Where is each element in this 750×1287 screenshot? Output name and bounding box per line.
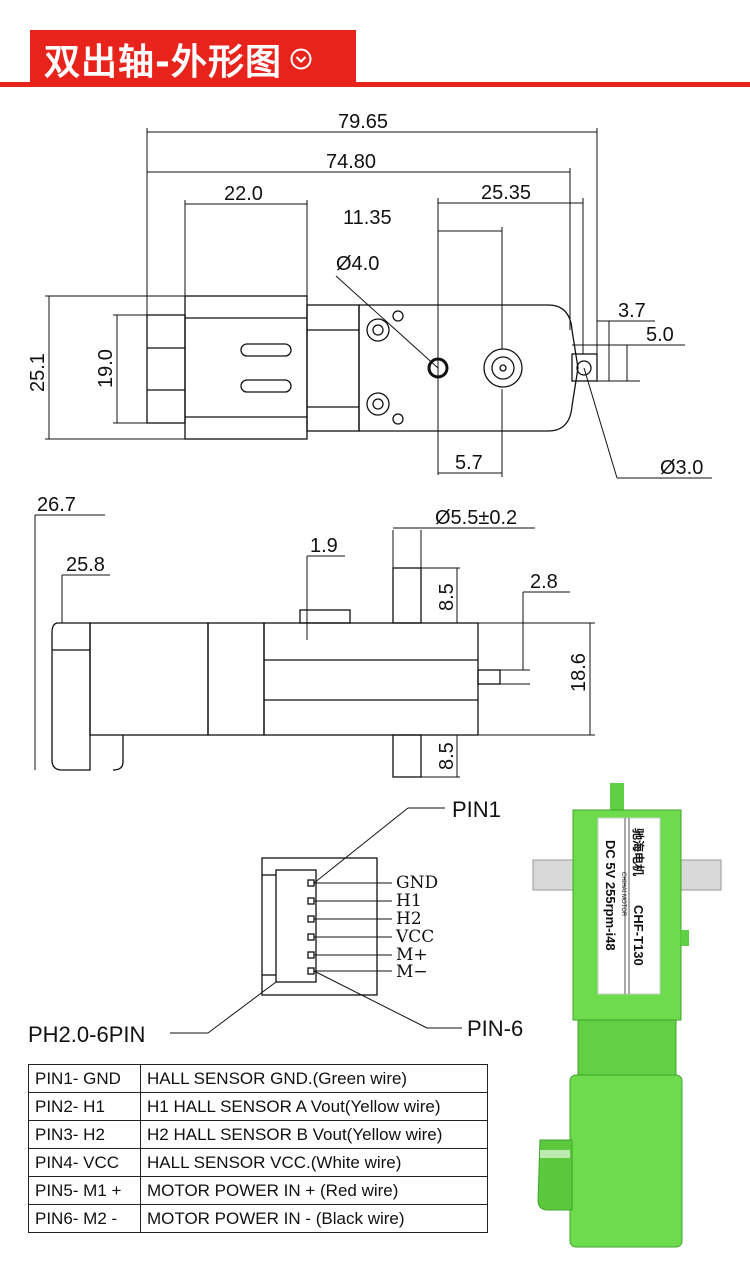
desc-cell: H2 HALL SENSOR B Vout(Yellow wire)	[140, 1120, 488, 1149]
pin-cell: PIN6- M2 -	[28, 1204, 141, 1233]
side-view-outline	[51, 567, 501, 778]
dim-shaft-len-top-label: 8.5	[436, 583, 458, 611]
product-model: CHF-T130	[631, 905, 646, 966]
desc-cell: HALL SENSOR GND.(Green wire)	[140, 1064, 488, 1093]
desc-cell: MOTOR POWER IN + (Red wire)	[140, 1176, 488, 1205]
header-rule	[0, 82, 750, 87]
desc-cell: H1 HALL SENSOR A Vout(Yellow wire)	[140, 1092, 488, 1121]
dim-height-outer-label: 25.1	[27, 353, 49, 392]
table-row: PIN1- GND HALL SENSOR GND.(Green wire)	[28, 1064, 488, 1093]
wire-label-m-minus: M−	[396, 962, 428, 982]
dim-shaft-dia-label: Ø5.5±0.2	[435, 507, 517, 529]
wire-label-m-plus: M+	[396, 945, 428, 965]
pin-cell: PIN5- M1 +	[28, 1176, 141, 1205]
dim-stub-label: 2.8	[530, 571, 558, 593]
connector-type-label: PH2.0-6PIN	[28, 1022, 145, 1047]
table-row: PIN2- H1 H1 HALL SENSOR A Vout(Yellow wi…	[28, 1092, 488, 1121]
dim-shaft-gap-label: 5.7	[455, 452, 483, 474]
wire-label-h2: H2	[396, 909, 422, 929]
product-spec: DC 5V 255rpm-i48	[603, 840, 618, 951]
dim-shaft-to-end-label: 25.35	[481, 182, 531, 204]
dim-pin-dia-label: Ø3.0	[660, 457, 703, 479]
side-view-dimension-lines	[34, 514, 595, 778]
product-brand-en: CHIHAI MOTOR	[620, 872, 626, 917]
chevron-down-circle-icon	[290, 48, 312, 69]
pin-cell: PIN3- H2	[28, 1120, 141, 1149]
header-banner: 双出轴-外形图	[30, 30, 356, 87]
table-row: PIN5- M1 + MOTOR POWER IN + (Red wire)	[28, 1176, 488, 1205]
wire-label-h1: H1	[396, 891, 422, 911]
dim-tab-width-label: 3.7	[618, 300, 646, 322]
dim-d1-label: 26.7	[37, 494, 76, 516]
dim-hole-offset-label: 11.35	[343, 207, 392, 229]
dim-tab-height-label: 5.0	[646, 324, 674, 346]
dim-height-inner-label: 19.0	[95, 349, 117, 388]
top-view-dimension-lines	[45, 128, 712, 479]
wire-label-vcc: VCC	[395, 927, 434, 947]
pin-table: PIN1- GND HALL SENSOR GND.(Green wire) P…	[28, 1064, 488, 1233]
product-brand-cn: 驰海电机	[631, 828, 646, 876]
pin-cell: PIN4- VCC	[28, 1148, 141, 1177]
dim-gearbox-motor-label: 22.0	[224, 183, 263, 205]
dim-body-height-label: 18.6	[568, 653, 590, 692]
product-photo: 驰海电机 CHIHAI MOTOR CHF-T130 DC 5V 255rpm-…	[532, 783, 722, 1248]
pin6-label: PIN-6	[467, 1016, 523, 1041]
dim-length-label: 74.80	[326, 151, 376, 173]
pin-cell: PIN1- GND	[28, 1064, 141, 1093]
dim-overall-label: 79.65	[338, 111, 388, 133]
desc-cell: MOTOR POWER IN - (Black wire)	[140, 1204, 488, 1233]
table-row: PIN3- H2 H2 HALL SENSOR B Vout(Yellow wi…	[28, 1120, 488, 1149]
desc-cell: HALL SENSOR VCC.(White wire)	[140, 1148, 488, 1177]
page-title: 双出轴-外形图	[44, 41, 282, 83]
connector-wires	[170, 807, 462, 1034]
pin1-label: PIN1	[452, 797, 501, 822]
table-row: PIN4- VCC HALL SENSOR VCC.(White wire)	[28, 1148, 488, 1177]
dim-hole-dia-label: Ø4.0	[336, 253, 379, 275]
top-view-outline	[146, 295, 598, 440]
dim-shaft-len-bottom-label: 8.5	[436, 742, 458, 770]
table-row: PIN6- M2 - MOTOR POWER IN - (Black wire)	[28, 1204, 488, 1233]
dim-d3-label: 1.9	[310, 535, 338, 557]
pin-cell: PIN2- H1	[28, 1092, 141, 1121]
wire-label-gnd: GND	[396, 873, 438, 893]
dim-d2-label: 25.8	[66, 554, 105, 576]
